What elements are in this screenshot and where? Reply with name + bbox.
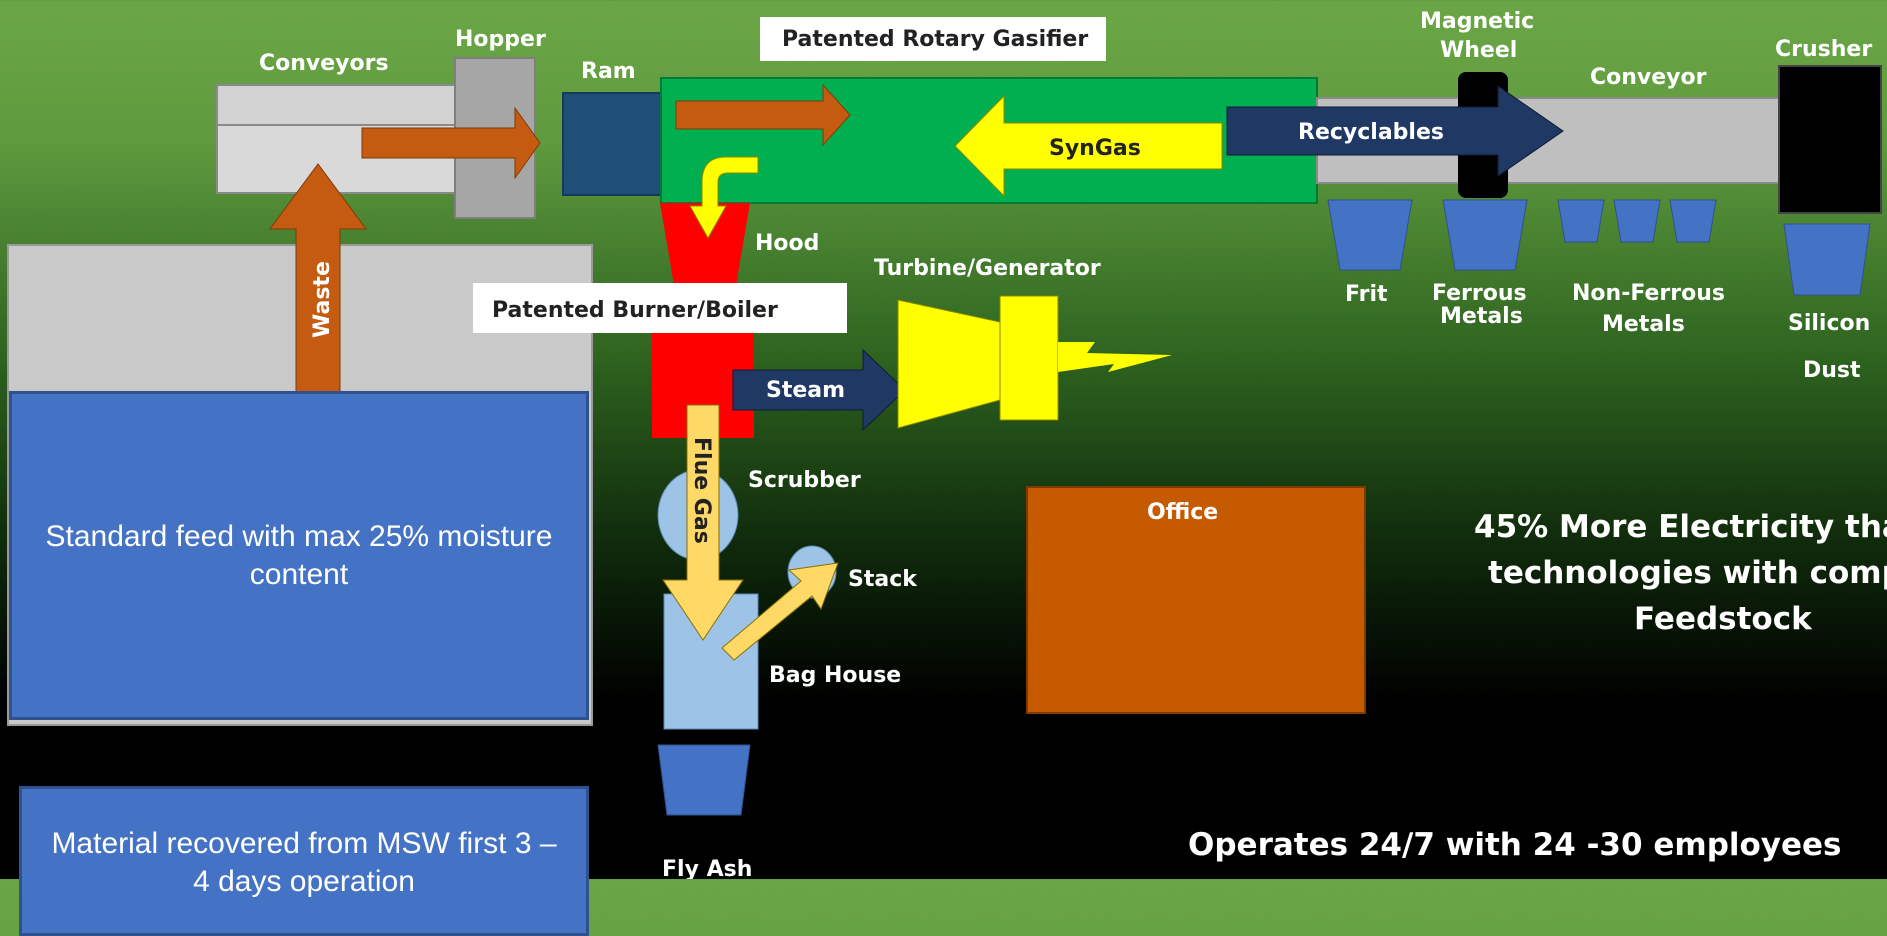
label-crusher: Crusher: [1775, 37, 1872, 62]
steam-arrow: [732, 348, 906, 432]
label-silicon-1: Silicon: [1788, 311, 1870, 336]
label-burner: Patented Burner/Boiler: [492, 298, 778, 323]
label-stack: Stack: [848, 567, 918, 592]
nonferrous-bin-1: [1557, 199, 1605, 243]
label-nonferrous-1: Non-Ferrous: [1572, 281, 1725, 306]
callout-electricity-line-1: 45% More Electricity tha: [1474, 509, 1887, 545]
label-hopper: Hopper: [455, 27, 546, 52]
label-ram: Ram: [581, 59, 636, 84]
label-gasifier: Patented Rotary Gasifier: [782, 27, 1088, 52]
crusher: [1778, 65, 1882, 214]
label-turbine: Turbine/Generator: [874, 256, 1101, 281]
callout-operates: Operates 24/7 with 24 -30 employees: [1188, 827, 1842, 863]
callout-electricity-line-3: Feedstock: [1634, 601, 1813, 637]
conveyor-upper: [216, 84, 468, 126]
gasifier-feed-arrow: [675, 83, 851, 147]
label-waste: Waste: [310, 261, 335, 338]
label-office: Office: [1147, 500, 1218, 525]
lightning-bolt: [1058, 342, 1172, 372]
ram: [562, 92, 664, 196]
turbine: [897, 299, 1001, 429]
label-syngas: SynGas: [1049, 136, 1141, 161]
generator: [999, 295, 1059, 421]
label-recyclables: Recyclables: [1298, 120, 1444, 145]
label-ferrous-2: Metals: [1440, 304, 1523, 329]
feed-arrow: [361, 106, 541, 180]
label-silicon-2: Dust: [1803, 358, 1861, 383]
label-flue-gas: Flue Gas: [689, 437, 714, 544]
label-hood: Hood: [755, 231, 819, 256]
fly-ash-bin: [657, 744, 751, 816]
callout-electricity-line-2: technologies with comp: [1488, 555, 1887, 591]
ferrous-bin: [1442, 199, 1528, 271]
syngas-arrow: [954, 94, 1223, 198]
label-nonferrous-2: Metals: [1602, 312, 1685, 337]
label-scrubber: Scrubber: [748, 468, 861, 493]
label-magnetic-wheel-1: Magnetic: [1420, 9, 1534, 34]
flue-gas-arrow: [662, 404, 744, 641]
label-ferrous-1: Ferrous: [1432, 281, 1527, 306]
label-fly-ash: Fly Ash: [662, 857, 752, 879]
label-steam: Steam: [766, 378, 845, 403]
silicon-dust-bin: [1783, 223, 1871, 296]
label-magnetic-wheel-2: Wheel: [1440, 38, 1517, 63]
standard-feed-box: Standard feed with max 25% moisture cont…: [9, 391, 589, 720]
nonferrous-bin-3: [1669, 199, 1717, 243]
waste-to-energy-diagram: Conveyors Hopper Ram Patented Rotary Gas…: [7, 9, 1887, 879]
waste-arrow: [269, 163, 367, 393]
frit-bin: [1327, 199, 1413, 271]
material-recovered-box: Material recovered from MSW first 3 – 4 …: [19, 786, 589, 936]
label-frit: Frit: [1345, 282, 1388, 307]
label-conveyors: Conveyors: [259, 51, 389, 76]
burner-label-bg: [473, 283, 847, 333]
gasifier-label-bg: [760, 17, 1106, 61]
label-conveyor: Conveyor: [1590, 65, 1707, 90]
recyclables-arrow: [1226, 85, 1564, 177]
stack-arrow: [721, 562, 839, 661]
label-bag-house: Bag House: [769, 663, 901, 688]
nonferrous-bin-2: [1613, 199, 1661, 243]
hood-curve-arrow: [689, 156, 759, 240]
office: [1026, 486, 1366, 714]
